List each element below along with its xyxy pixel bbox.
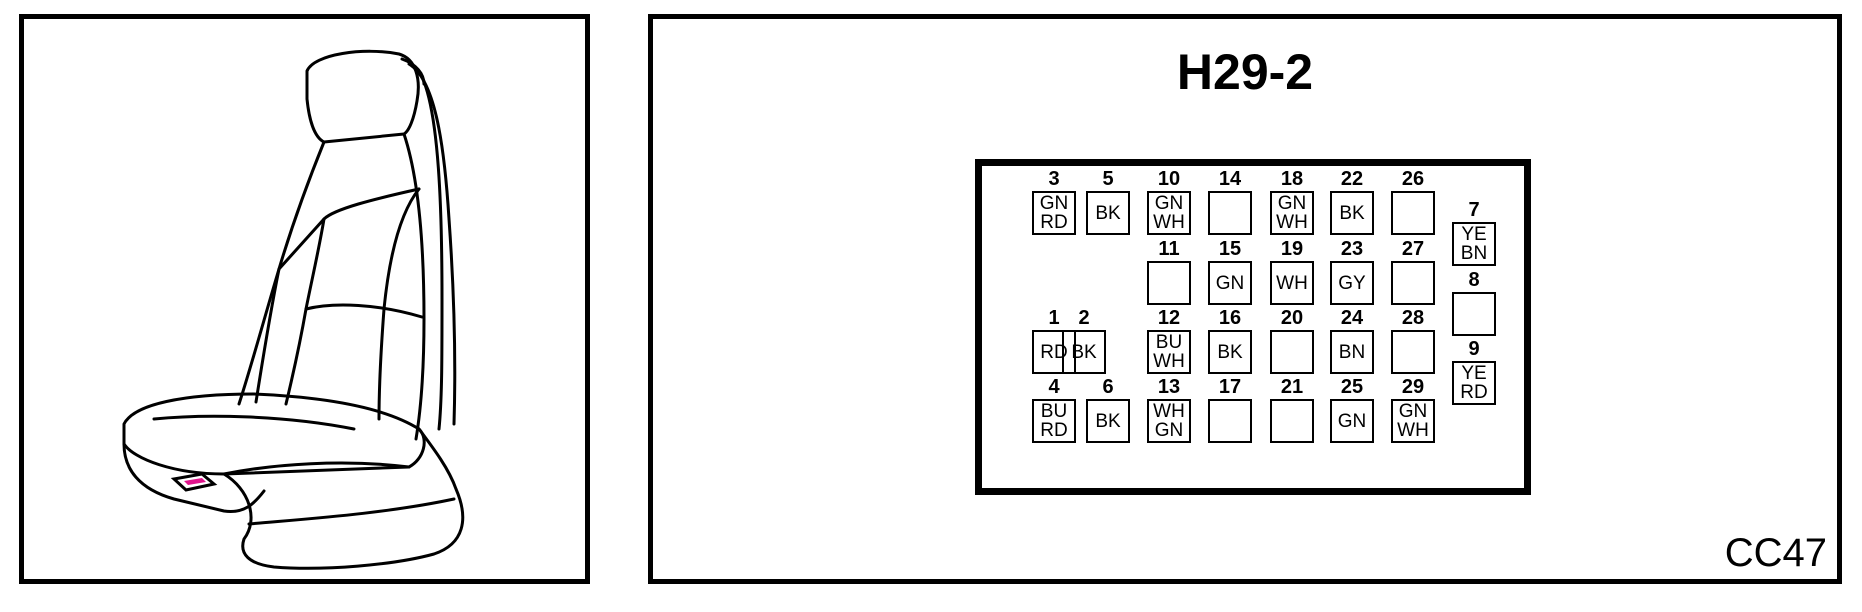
pin-number-1: 1 xyxy=(1048,307,1060,329)
pin-cavity-5: BK xyxy=(1086,191,1130,235)
pin-wire-color: BN xyxy=(1460,243,1488,264)
pin-number-4: 4 xyxy=(1048,376,1060,398)
pin-number-12: 12 xyxy=(1157,307,1181,329)
pin-wire-color: BK xyxy=(1339,202,1365,224)
pin-wire-color: WH xyxy=(1153,212,1185,233)
pin-number-29: 29 xyxy=(1401,376,1425,398)
connector-title: H29-2 xyxy=(1176,44,1314,100)
pin-number-3: 3 xyxy=(1048,168,1060,190)
pin-wire-color: BK xyxy=(1095,410,1121,432)
diagram-id: CC47 xyxy=(1724,531,1827,575)
pin-wire-color: WH xyxy=(1153,351,1185,372)
pin-cavity-6: BK xyxy=(1086,399,1130,443)
pin-wire-color: BK xyxy=(1095,202,1121,224)
pin-wire-color: GN xyxy=(1337,410,1367,432)
pin-number-2: 2 xyxy=(1078,307,1090,329)
pin-number-14: 14 xyxy=(1218,168,1242,190)
pin-wire-color: GY xyxy=(1338,272,1366,294)
pin-number-15: 15 xyxy=(1218,238,1242,260)
pin-wire-color: GN xyxy=(1154,420,1184,441)
pin-number-26: 26 xyxy=(1401,168,1425,190)
pin-cavity-15: GN xyxy=(1208,261,1252,305)
pin-cavity-8 xyxy=(1452,292,1496,336)
pin-number-11: 11 xyxy=(1158,238,1180,260)
pin-number-24: 24 xyxy=(1340,307,1364,329)
pin-cavity-28 xyxy=(1391,330,1435,374)
pin-wire-color: GN xyxy=(1398,401,1428,422)
pin-number-8: 8 xyxy=(1468,269,1480,291)
pin-number-16: 16 xyxy=(1218,307,1242,329)
pin-cavity-20 xyxy=(1270,330,1314,374)
pin-number-6: 6 xyxy=(1102,376,1114,398)
pin-wire-color: BU xyxy=(1155,332,1183,353)
pin-wire-color: WH xyxy=(1397,420,1429,441)
pin-wire-color: BK xyxy=(1217,341,1243,363)
pin-cavity-23: GY xyxy=(1330,261,1374,305)
pin-cavity-22: BK xyxy=(1330,191,1374,235)
pin-wire-color: BU xyxy=(1040,401,1068,422)
pin-wire-color: WH xyxy=(1153,401,1185,422)
pin-wire-color: WH xyxy=(1276,272,1308,294)
pin-cavity-26 xyxy=(1391,191,1435,235)
pin-cavity-16: BK xyxy=(1208,330,1252,374)
pin-cavity-14 xyxy=(1208,191,1252,235)
pin-number-21: 21 xyxy=(1280,376,1304,398)
pin-wire-color: BK xyxy=(1071,341,1097,363)
pin-number-7: 7 xyxy=(1468,199,1480,221)
pin-cavity-24: BN xyxy=(1330,330,1374,374)
pin-cavity-25: GN xyxy=(1330,399,1374,443)
pin-wire-color: BN xyxy=(1338,341,1366,363)
pin-cavity-1: RD xyxy=(1032,330,1076,374)
pin-wire-color: GN xyxy=(1154,193,1184,214)
pin-wire-color: RD xyxy=(1040,212,1068,233)
pin-wire-color: GN xyxy=(1215,272,1245,294)
pin-number-17: 17 xyxy=(1218,376,1242,398)
pin-wire-color: RD xyxy=(1040,420,1068,441)
pin-number-13: 13 xyxy=(1157,376,1181,398)
pin-cavity-19: WH xyxy=(1270,261,1314,305)
pin-number-28: 28 xyxy=(1401,307,1425,329)
pin-wire-color: WH xyxy=(1276,212,1308,233)
pin-wire-color: YE xyxy=(1461,363,1487,384)
pin-number-9: 9 xyxy=(1468,338,1480,360)
pin-wire-color: GN xyxy=(1039,193,1069,214)
pin-number-22: 22 xyxy=(1340,168,1364,190)
pin-wire-color: GN xyxy=(1277,193,1307,214)
pin-number-23: 23 xyxy=(1340,238,1364,260)
pin-wire-color: RD xyxy=(1460,382,1488,403)
seat-connector-marker-icon xyxy=(170,472,218,492)
pin-cavity-2: BK xyxy=(1062,330,1106,374)
pin-number-25: 25 xyxy=(1340,376,1364,398)
pin-cavity-27 xyxy=(1391,261,1435,305)
pin-number-20: 20 xyxy=(1280,307,1304,329)
seat-illustration-panel xyxy=(19,14,590,584)
seat-illustration-icon xyxy=(122,49,465,570)
pin-wire-color: YE xyxy=(1461,224,1487,245)
pin-cavity-11 xyxy=(1147,261,1191,305)
pin-number-19: 19 xyxy=(1280,238,1304,260)
pin-cavity-21 xyxy=(1270,399,1314,443)
pin-wire-color: RD xyxy=(1040,341,1068,363)
pin-number-10: 10 xyxy=(1157,168,1181,190)
pin-cavity-17 xyxy=(1208,399,1252,443)
pin-number-27: 27 xyxy=(1401,238,1425,260)
pin-number-18: 18 xyxy=(1280,168,1304,190)
pin-number-5: 5 xyxy=(1102,168,1114,190)
